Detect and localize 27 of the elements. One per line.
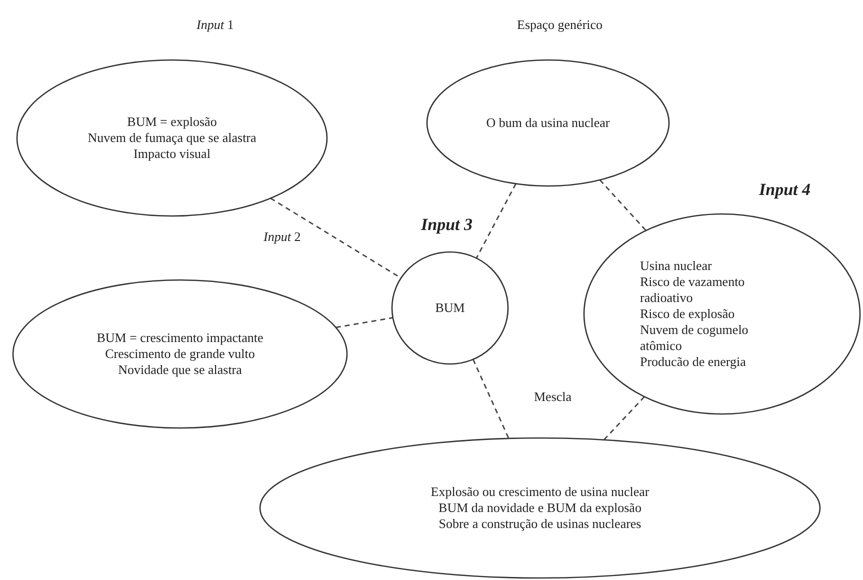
ellipse-heading: Input 2 [264,229,301,245]
text-line: Explosão ou crescimento de usina nuclear [430,484,650,500]
text-line: Usina nuclear [640,258,712,274]
text-line: Risco de vazamento radioativo [640,274,746,306]
ellipse-heading: Mescla [534,389,572,405]
text-line: O bum da usina nuclear [486,115,610,131]
text-line: BUM = explosão [127,114,217,130]
text-line: Impacto visual [134,146,210,162]
text-line: Novidade que se alastra [118,362,242,378]
dashed-connector [603,396,645,440]
ellipse-heading: Input 1 [196,17,234,33]
text-line: BUM [435,300,465,316]
text-line: BUM da novidade e BUM da explosão [438,500,642,516]
dashed-connector [472,359,510,439]
ellipse-heading: Espaço genérico [517,17,603,33]
ellipse-heading: Input 4 [759,180,810,200]
text-line: Sobre a construção de usinas nucleares [438,516,642,532]
dashed-connector [476,183,516,258]
dashed-connector [336,317,393,328]
text-line: Risco de explosão [640,306,735,322]
ellipse-heading: Input 3 [421,215,472,235]
text-line: Crescimento de grande vulto [105,346,255,362]
text-line: Nuvem de fumaça que se alastra [88,130,256,146]
text-line: Nuvem de cogumelo atômico [640,322,750,354]
text-line: Producão de energia [640,354,746,370]
text-line: BUM = crescimento impactante [96,330,264,346]
dashed-connector [599,179,646,232]
